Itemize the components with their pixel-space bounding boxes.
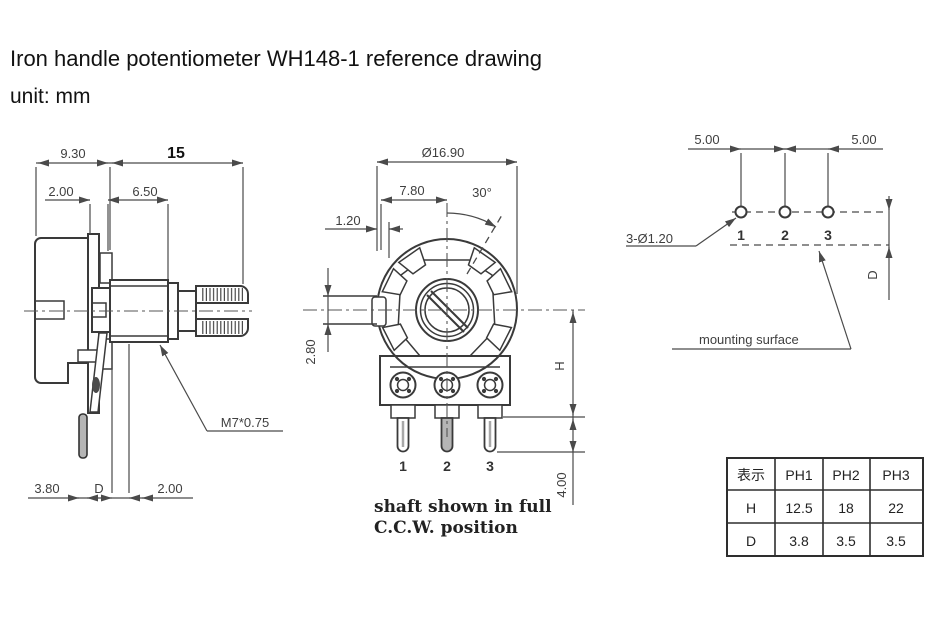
table-header-1: PH1 [785, 467, 812, 483]
thread-spec-label: M7*0.75 [221, 415, 269, 430]
dim-pin-length-label: 4.00 [554, 472, 569, 497]
pin-shoulder [477, 404, 503, 419]
shaft-slot-edge [426, 294, 465, 333]
front-pin-number-2: 2 [443, 458, 451, 474]
flange-notch [467, 246, 497, 275]
page-title: Iron handle potentiometer WH148-1 refere… [10, 46, 542, 71]
flange-notch [381, 323, 409, 352]
title-block: Iron handle potentiometer WH148-1 refere… [10, 46, 542, 108]
flange-notch [485, 323, 513, 352]
table-row-d-label: D [746, 533, 756, 549]
terminal-pin-side [78, 413, 88, 459]
pin-hole-1 [734, 205, 748, 219]
pin-shoulder [390, 404, 416, 419]
table-cell: 12.5 [785, 500, 812, 516]
dim-bottom-a-label: 3.80 [34, 481, 59, 496]
table-cell: 3.5 [836, 533, 856, 549]
body-terminal-detail [34, 300, 65, 320]
dim-diameter-label: Ø16.90 [422, 145, 465, 160]
anti-rotation-tab [371, 296, 387, 327]
unit-label: unit: mm [10, 85, 91, 108]
dim-depth-label: 9.30 [60, 146, 85, 161]
flange-notch [486, 267, 513, 296]
shaft-slot-edge [430, 290, 469, 329]
hub-notch [91, 302, 107, 318]
table-cell: 3.8 [789, 533, 809, 549]
dim-plate-label: 2.00 [48, 184, 73, 199]
dim-angle-label: 30° [472, 185, 492, 200]
pin-hole-2 [778, 205, 792, 219]
front-pin-number-3: 3 [486, 458, 494, 474]
pin-spacing-view: 5.00 5.00 1 2 3 3-Ø1.20 mounting surface… [626, 132, 893, 350]
dim-height-label: H [552, 361, 567, 370]
dim-pitch-left-label: 5.00 [694, 132, 719, 147]
mounting-surface-label: mounting surface [699, 332, 799, 347]
layout-pin-number-3: 3 [824, 227, 832, 243]
dim-d-label: D [865, 270, 880, 279]
front-pin-number-1: 1 [399, 458, 407, 474]
layout-pin-number-1: 1 [737, 227, 745, 243]
cover-tab-top [99, 252, 113, 284]
rivet [389, 371, 417, 399]
table-row-h-label: H [746, 500, 756, 516]
table-cell: 18 [838, 500, 854, 516]
pin-hole-3 [821, 205, 835, 219]
flange-notch [397, 246, 427, 275]
dim-bottom-c-label: 2.00 [157, 481, 182, 496]
dim-pitch-right-label: 5.00 [851, 132, 876, 147]
dim-bushing-label: 6.50 [132, 184, 157, 199]
layout-pin-number-2: 2 [781, 227, 789, 243]
caption-line2: C.C.W. position [374, 518, 518, 538]
front-view: Ø16.90 7.80 30° 1.20 2.80 H 4.00 [303, 145, 585, 538]
leg-rivet [92, 377, 100, 393]
dim-shaft-length-label: 15 [167, 145, 185, 162]
side-view: 9.30 15 2.00 6.50 M7*0.75 3.80 D 2.00 [24, 145, 283, 502]
table-header-3: PH3 [882, 467, 909, 483]
spec-table: 表示 PH1 PH2 PH3 H 12.5 18 22 D 3.8 3.5 3.… [726, 457, 924, 557]
caption-line1: shaft shown in full [374, 497, 552, 517]
dim-tab-label: 2.80 [303, 339, 318, 364]
knurl-band-top [202, 288, 244, 301]
dim-bottom-b-label: D [94, 481, 103, 496]
rivet [476, 371, 504, 399]
table-cell: 22 [888, 500, 904, 516]
dim-key-label: 1.20 [335, 213, 360, 228]
table-cell: 3.5 [886, 533, 906, 549]
knurl-band-bottom [202, 321, 244, 334]
table-header-0: 表示 [737, 467, 765, 483]
dim-top-label: 7.80 [399, 183, 424, 198]
hole-spec-label: 3-Ø1.20 [626, 231, 673, 246]
flange-notch [381, 267, 408, 296]
table-header-2: PH2 [832, 467, 859, 483]
